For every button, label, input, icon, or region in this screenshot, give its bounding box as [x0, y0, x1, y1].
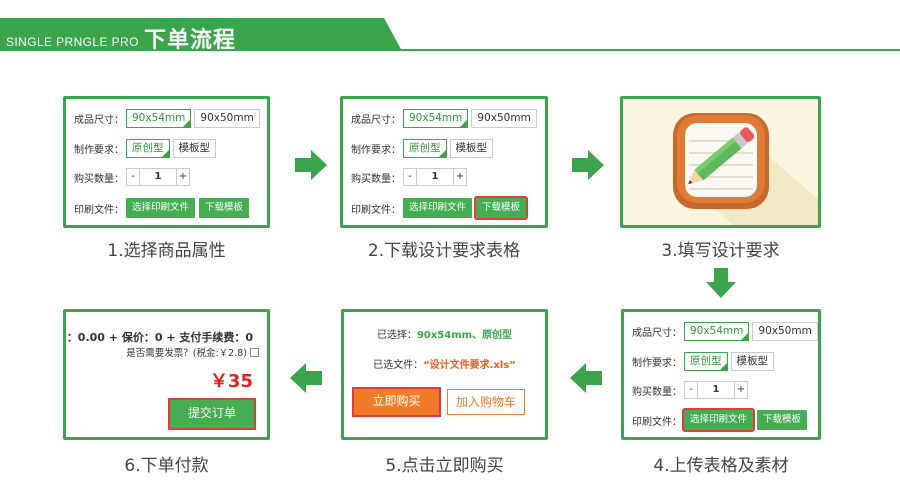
selected-prefix: 已选择：: [376, 330, 417, 341]
qty-label: 购买数量：: [632, 386, 682, 398]
size-row: 成品尺寸： 90x54mm 90x50mm: [351, 108, 540, 128]
size-label: 成品尺寸：: [74, 114, 124, 126]
craft-row: 制作要求： 原创型 模板型: [632, 351, 777, 371]
invoice-row: 是否需要发票？(税金:￥2.8): [126, 345, 259, 359]
qty-row: 购买数量： - 1 +: [351, 167, 467, 187]
step5-caption: 5.点击立即购买: [385, 456, 504, 476]
craft-row: 制作要求： 原创型 模板型: [74, 138, 219, 158]
download-template-button[interactable]: 下载模板: [199, 198, 250, 218]
craft-row: 制作要求： 原创型 模板型: [351, 138, 496, 158]
quantity-stepper: - 1 +: [403, 168, 467, 186]
quantity-stepper: - 1 +: [126, 168, 190, 186]
file-row: 印刷文件： 选择印刷文件 下载模板: [74, 198, 253, 218]
craft-label: 制作要求：: [632, 357, 682, 369]
selected-summary: 已选择：90x54mm、原创型: [344, 326, 545, 341]
file-label: 印刷文件：: [74, 204, 124, 216]
size-label: 成品尺寸：: [632, 327, 682, 339]
qty-minus-button[interactable]: -: [684, 381, 698, 399]
download-template-button[interactable]: 下载模板: [757, 410, 808, 430]
step6-caption: 6.下单付款: [124, 456, 209, 476]
craft-option-original[interactable]: 原创型: [403, 138, 447, 158]
file-prefix: 已选文件：: [373, 360, 424, 371]
step1-panel: 成品尺寸： 90x54mm 90x50mm 制作要求： 原创型 模板型 购买数量…: [63, 96, 270, 228]
order-total: ￥35: [209, 371, 253, 392]
craft-label: 制作要求：: [351, 144, 401, 156]
submit-order-button[interactable]: 提交订单: [168, 398, 256, 430]
size-option-90x50[interactable]: 90x50mm: [752, 321, 818, 341]
choose-file-button[interactable]: 选择印刷文件: [681, 408, 756, 432]
craft-option-template[interactable]: 模板型: [730, 351, 774, 371]
step2-panel: 成品尺寸： 90x54mm 90x50mm 制作要求： 原创型 模板型 购买数量…: [340, 96, 548, 228]
fee-line: ：0.00 + 保价：0 + 支付手续费：0: [66, 331, 253, 344]
arrow-left-icon: [290, 363, 322, 393]
size-row: 成品尺寸： 90x54mm 90x50mm: [74, 108, 263, 128]
choose-file-button[interactable]: 选择印刷文件: [403, 198, 473, 218]
download-template-button[interactable]: 下载模板: [474, 196, 529, 220]
page-title: 下单流程: [144, 28, 237, 53]
file-label: 印刷文件：: [351, 204, 401, 216]
header-banner: [0, 18, 402, 51]
arrow-left-icon: [570, 363, 602, 393]
file-row: 印刷文件： 选择印刷文件 下载模板: [351, 196, 530, 220]
qty-minus-button[interactable]: -: [126, 168, 140, 186]
craft-option-original[interactable]: 原创型: [684, 351, 728, 371]
invoice-question: 是否需要发票？(税金:￥2.8): [126, 348, 247, 359]
arrow-right-icon: [295, 150, 327, 180]
qty-plus-button[interactable]: +: [734, 381, 748, 399]
buy-now-button[interactable]: 立即购买: [352, 387, 441, 417]
qty-input[interactable]: 1: [140, 168, 176, 186]
step1-caption: 1.选择商品属性: [107, 241, 226, 261]
qty-row: 购买数量： - 1 +: [74, 167, 190, 187]
qty-row: 购买数量： - 1 +: [632, 380, 748, 400]
size-option-90x54[interactable]: 90x54mm: [126, 108, 192, 128]
craft-option-template[interactable]: 模板型: [449, 138, 493, 158]
step5-panel: 已选择：90x54mm、原创型 已选文件：“设计文件要求.xls” 立即购买 加…: [341, 309, 548, 440]
step4-panel: 成品尺寸： 90x54mm 90x50mm 制作要求： 原创型 模板型 购买数量…: [621, 309, 821, 440]
notepad-pencil-icon: [623, 99, 818, 225]
qty-input[interactable]: 1: [698, 381, 734, 399]
file-value: “设计文件要求.xls”: [423, 360, 516, 371]
arrow-right-icon: [572, 150, 604, 180]
qty-plus-button[interactable]: +: [453, 168, 467, 186]
step6-panel: ：0.00 + 保价：0 + 支付手续费：0 是否需要发票？(税金:￥2.8) …: [63, 309, 270, 440]
craft-option-original[interactable]: 原创型: [126, 138, 170, 158]
step2-caption: 2.下载设计要求表格: [367, 241, 521, 261]
craft-option-template[interactable]: 模板型: [172, 138, 216, 158]
quantity-stepper: - 1 +: [684, 381, 748, 399]
step3-caption: 3.填写设计要求: [661, 241, 780, 261]
arrow-down-icon: [706, 268, 736, 298]
qty-label: 购买数量：: [351, 173, 401, 185]
size-option-90x54[interactable]: 90x54mm: [403, 108, 469, 128]
size-label: 成品尺寸：: [351, 114, 401, 126]
add-to-cart-button[interactable]: 加入购物车: [447, 389, 525, 415]
step4-caption: 4.上传表格及素材: [653, 456, 789, 476]
size-option-90x50[interactable]: 90x50mm: [471, 108, 537, 128]
checkbox-icon[interactable]: [250, 347, 259, 357]
size-row: 成品尺寸： 90x54mm 90x50mm: [632, 321, 821, 341]
file-summary: 已选文件：“设计文件要求.xls”: [344, 356, 545, 371]
craft-label: 制作要求：: [74, 144, 124, 156]
file-label: 印刷文件：: [632, 416, 682, 428]
header-divider: [380, 49, 900, 51]
qty-input[interactable]: 1: [417, 168, 453, 186]
qty-label: 购买数量：: [74, 173, 124, 185]
qty-plus-button[interactable]: +: [176, 168, 190, 186]
header-subtitle: SINGLE PRNGLE PRO: [6, 35, 139, 49]
qty-minus-button[interactable]: -: [403, 168, 417, 186]
file-row: 印刷文件： 选择印刷文件 下载模板: [632, 408, 811, 432]
size-option-90x50[interactable]: 90x50mm: [194, 108, 260, 128]
selected-value: 90x54mm、原创型: [416, 330, 513, 341]
step3-panel: [620, 96, 821, 228]
size-option-90x54[interactable]: 90x54mm: [684, 321, 750, 341]
choose-file-button[interactable]: 选择印刷文件: [126, 198, 196, 218]
